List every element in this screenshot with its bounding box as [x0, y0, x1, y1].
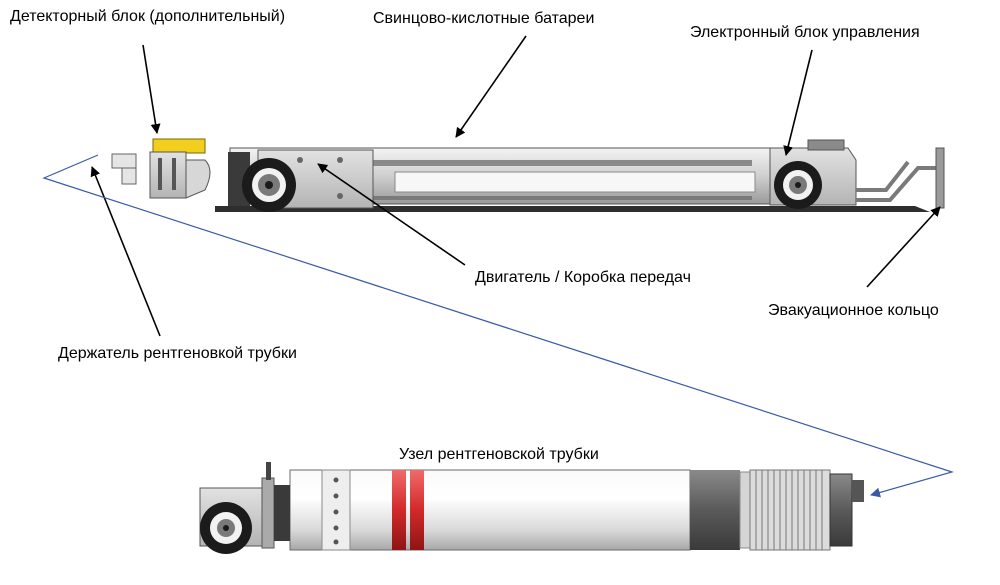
label-motor-gearbox: Двигатель / Коробка передач	[475, 269, 691, 286]
callout-electronics	[783, 49, 813, 156]
battery-rail-upper	[372, 160, 752, 166]
label-lead-acid-batteries: Свинцово-кислотные батареи	[373, 10, 595, 27]
callout-tube-holder	[90, 166, 161, 337]
battery-slot	[394, 171, 756, 193]
tube-red-band-1	[392, 470, 406, 550]
callout-lines	[90, 35, 941, 337]
crawler-assembly	[111, 138, 945, 212]
tube-assembly-connector	[42, 154, 955, 498]
tube-cooling-fins	[749, 469, 831, 551]
label-evacuation-ring: Эвакуационное кольцо	[768, 302, 939, 319]
label-xray-tube-assembly: Узел рентгеновской трубки	[399, 446, 599, 463]
rear-wheel	[774, 161, 822, 209]
callout-detector-block	[142, 44, 161, 134]
detector-block	[149, 138, 211, 199]
chassis-skid	[215, 206, 930, 212]
xray-tube-drawing	[199, 462, 864, 554]
xray-tube-holder	[111, 153, 137, 185]
callout-evacuation-ring	[866, 206, 941, 288]
tube-wheel	[200, 502, 252, 554]
label-xray-tube-holder: Держатель рентгеновкой трубки	[58, 345, 297, 362]
callout-batteries	[455, 35, 527, 138]
front-wheel	[242, 158, 296, 212]
tube-dark-collar	[690, 470, 740, 550]
evacuation-ring-frame	[856, 147, 945, 209]
tube-end-cap	[829, 473, 853, 547]
battery-rail-lower	[372, 196, 752, 200]
label-electronic-control-unit: Электронный блок управления	[690, 24, 920, 41]
tube-body	[289, 469, 691, 551]
callout-motor	[317, 163, 466, 266]
tube-red-band-2	[410, 470, 424, 550]
label-detector-block: Детекторный блок (дополнительный)	[10, 8, 286, 25]
